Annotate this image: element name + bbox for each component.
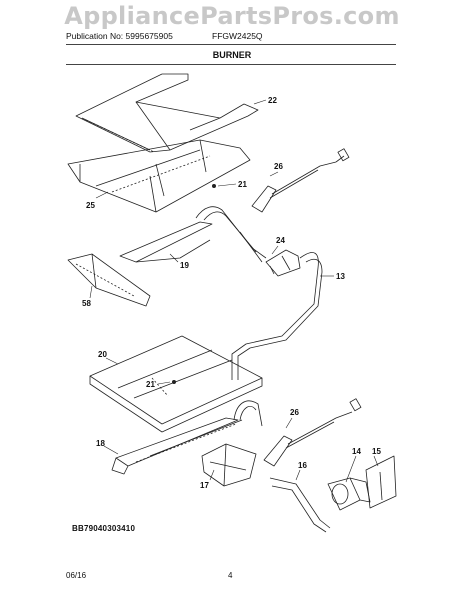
heat-shield-plate [75, 73, 259, 153]
callout-13: 13 [336, 272, 345, 281]
callout-58: 58 [82, 299, 91, 308]
section-title: BURNER [212, 50, 252, 60]
header-rule [66, 44, 396, 45]
regulator-tube [269, 477, 331, 533]
footer-date: 06/16 [66, 571, 87, 580]
publication-number: Publication No: 5995675905 [66, 31, 173, 41]
diagram-reference-code: BB79040303410 [72, 524, 136, 533]
watermark-text: AppliancePartsPros.com [64, 2, 400, 30]
callout-26-upper: 26 [274, 162, 283, 171]
regulator-bracket [365, 455, 397, 509]
callout-20: 20 [98, 350, 107, 359]
upper-burner-box [67, 139, 251, 213]
callout-24: 24 [276, 236, 285, 245]
upper-burner-tube [119, 206, 267, 263]
orifice-elbow [265, 249, 301, 277]
callout-26-lower: 26 [290, 408, 299, 417]
callout-21-lower: 21 [146, 380, 155, 389]
page-number: 4 [228, 571, 233, 580]
callout-14: 14 [352, 447, 361, 456]
screw-21-upper [211, 183, 216, 188]
callout-25: 25 [86, 201, 95, 210]
callout-15: 15 [372, 447, 381, 456]
upper-igniter [251, 148, 350, 213]
burner-exploded-diagram: 22 26 21 25 24 19 13 58 20 21 26 18 14 1… [0, 66, 464, 536]
lower-igniter [263, 398, 362, 467]
callout-21-upper: 21 [238, 180, 247, 189]
mounting-strip [67, 253, 151, 307]
callout-17: 17 [200, 481, 209, 490]
gas-supply-tube [231, 252, 323, 380]
pressure-regulator [327, 477, 371, 511]
lower-burner-assembly [111, 417, 243, 475]
callout-19: 19 [180, 261, 189, 270]
leader-lines [89, 99, 379, 483]
callout-18: 18 [96, 439, 105, 448]
screw-21-lower [171, 379, 176, 384]
model-number: FFGW2425Q [212, 31, 263, 41]
section-rule [66, 64, 396, 65]
callout-22: 22 [268, 96, 277, 105]
lower-burner-shield [89, 335, 263, 433]
callout-16: 16 [298, 461, 307, 470]
gas-valve [201, 400, 263, 487]
